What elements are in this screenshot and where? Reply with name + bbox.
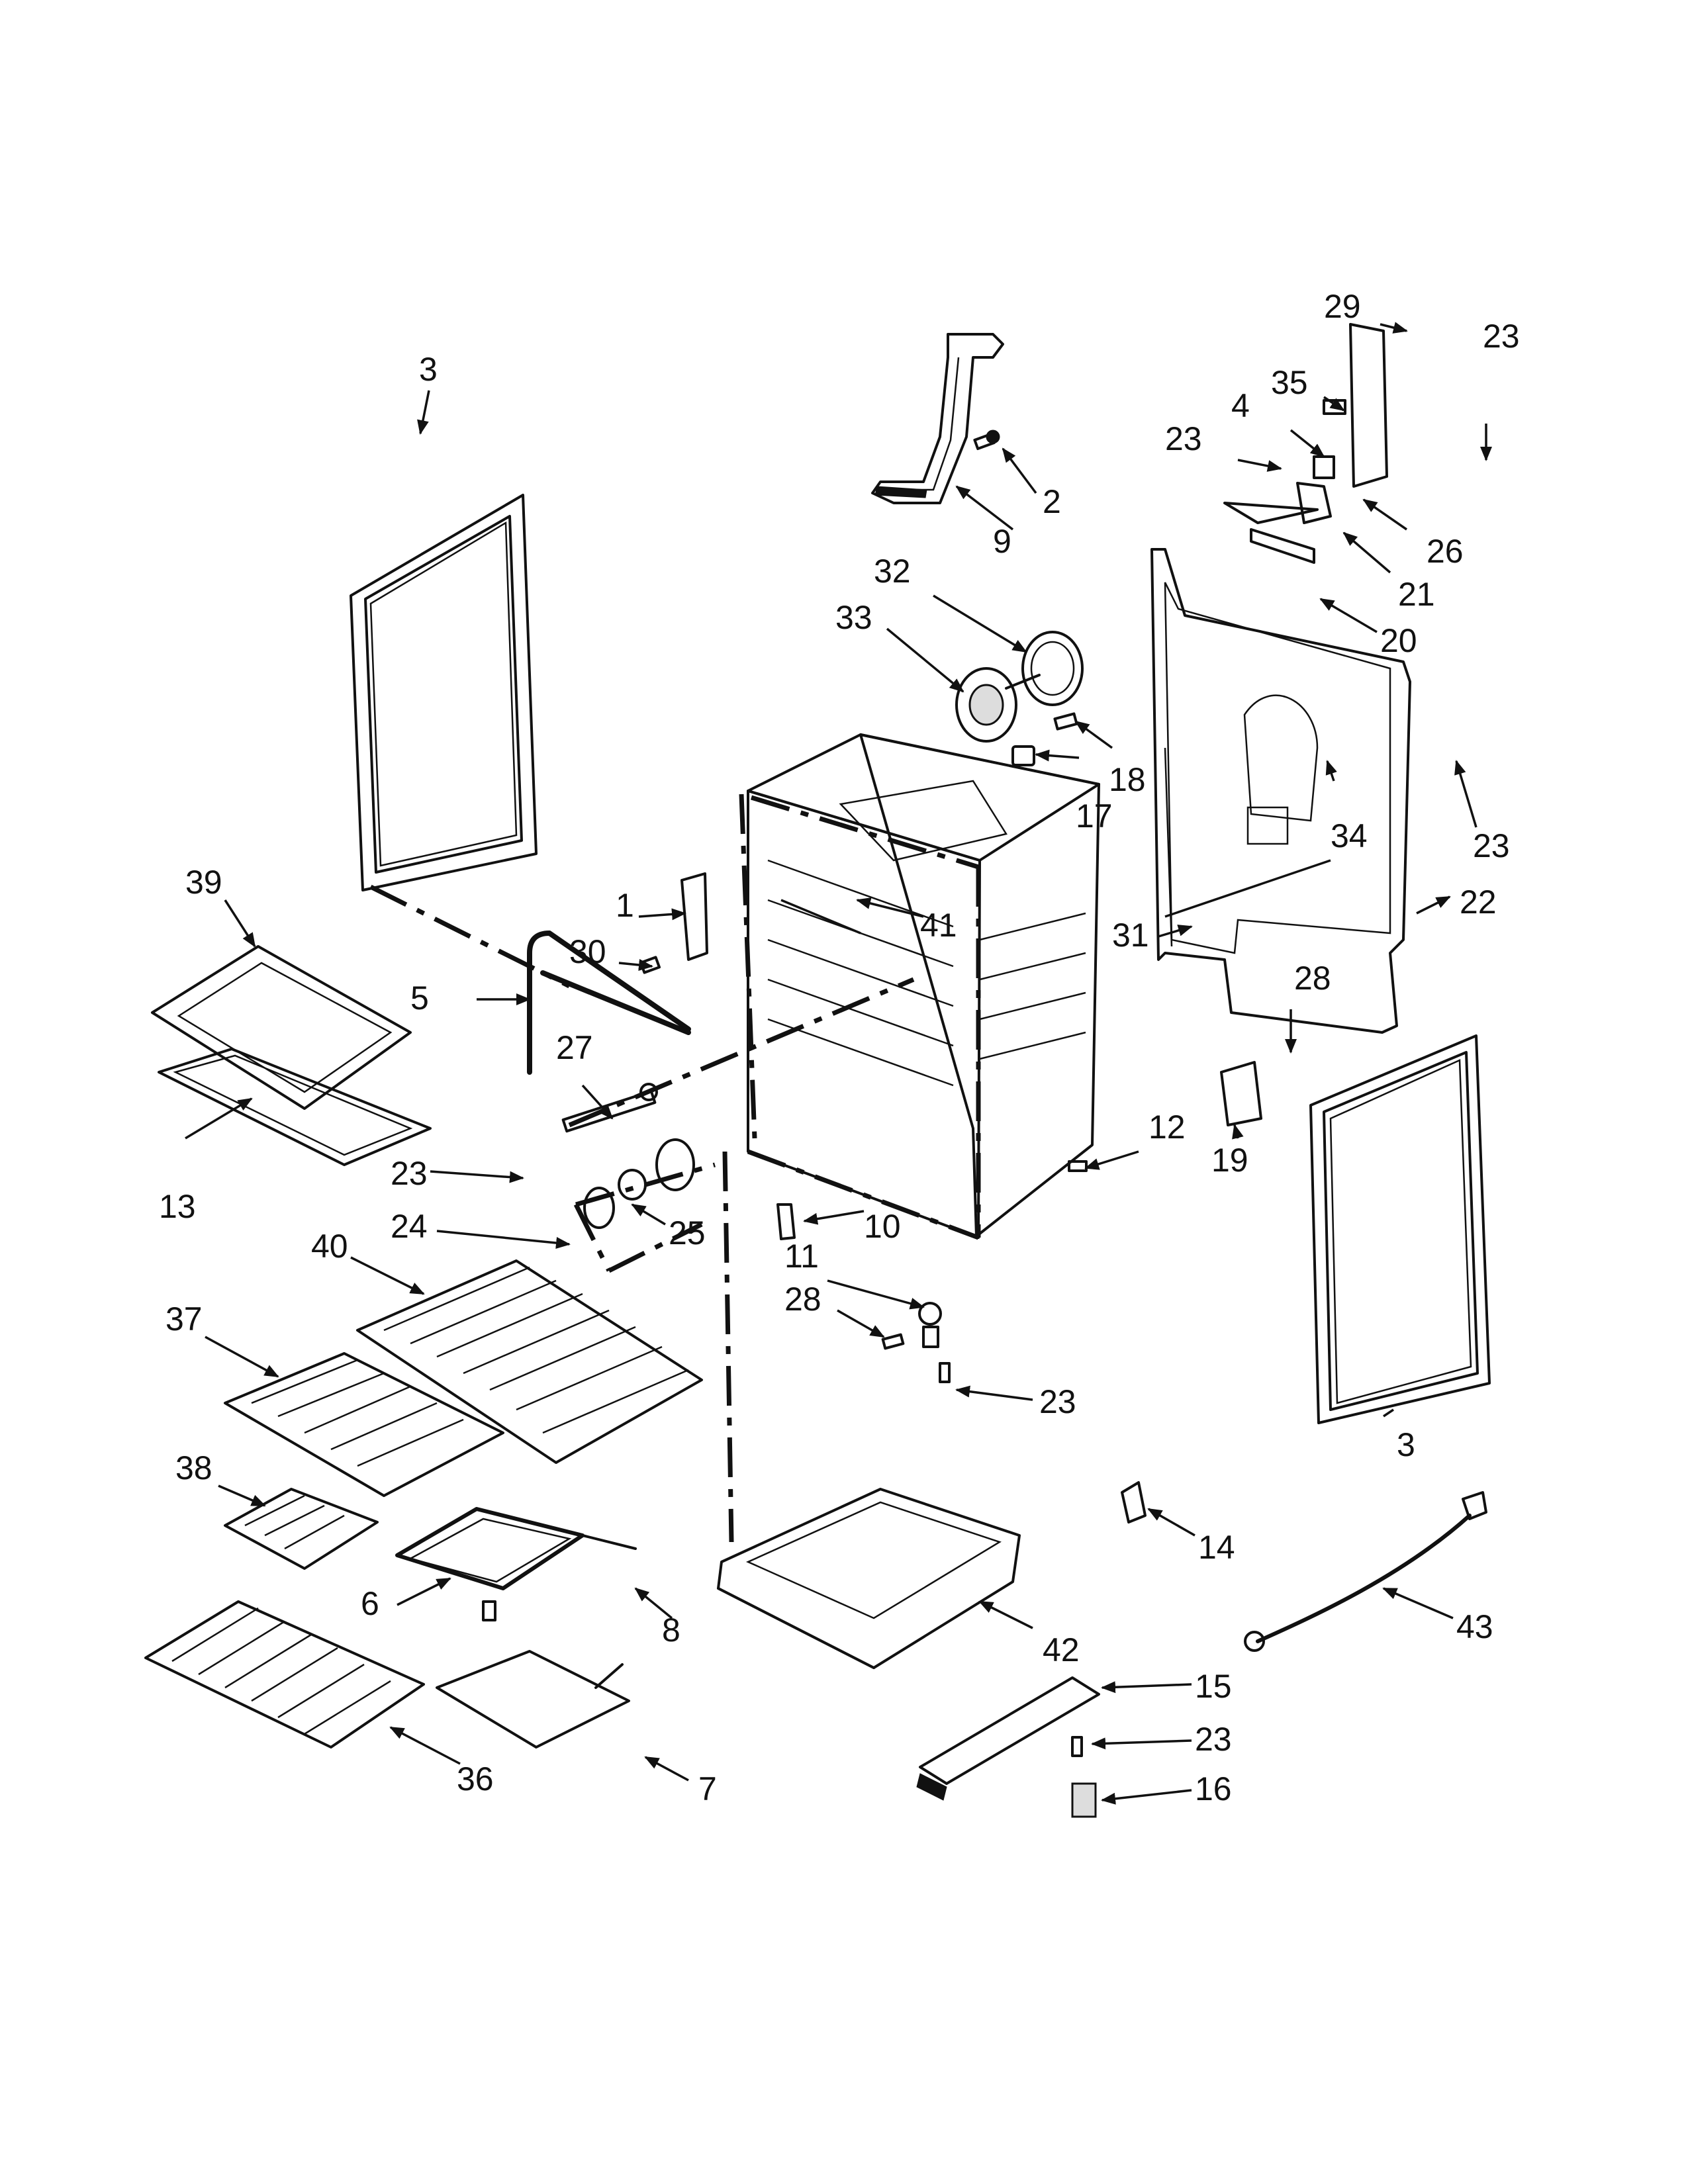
callout-1: 1: [616, 887, 634, 924]
callout-16: 16: [1195, 1770, 1232, 1807]
oven-rack-36: [144, 1600, 425, 1749]
power-cord: [1244, 1491, 1487, 1652]
leveling-bracket: [916, 1676, 1100, 1801]
callout-7: 7: [698, 1770, 717, 1807]
callout-8: 8: [662, 1612, 680, 1649]
bake-element-wire: [527, 931, 691, 1075]
callout-31: 31: [1112, 917, 1149, 954]
hinge-parts: [776, 1160, 1088, 1757]
door-frame-left: [350, 494, 538, 891]
callout-15: 15: [1195, 1668, 1232, 1705]
callout-28-right: 28: [1294, 960, 1331, 997]
broil-pan: [151, 945, 432, 1166]
convection-fan: [955, 631, 1084, 743]
callout-14: 14: [1198, 1529, 1235, 1566]
callout-23-mid: 23: [1039, 1383, 1076, 1420]
storage-drawer: [717, 1488, 1021, 1669]
callout-10: 10: [864, 1208, 901, 1245]
callout-9: 9: [993, 523, 1011, 560]
callout-21: 21: [1398, 576, 1435, 613]
callout-23-bottom: 23: [1195, 1721, 1232, 1758]
callout-2: 2: [1043, 483, 1061, 520]
bracket-19: [1220, 1061, 1262, 1126]
callout-3-left: 3: [419, 351, 438, 388]
callout-23-left: 23: [391, 1155, 428, 1192]
callout-43: 43: [1456, 1608, 1493, 1645]
callout-27: 27: [556, 1029, 593, 1066]
callout-22: 22: [1460, 884, 1497, 921]
oven-rack-main: [356, 1259, 703, 1464]
callout-28-mid: 28: [784, 1281, 821, 1318]
callout-labels: 3 9 2 32 33 18 17 23 4 35 29 23 26 21 20…: [159, 288, 1520, 1807]
callout-11: 11: [784, 1238, 819, 1275]
leader-lines: [185, 322, 1492, 1805]
assembly-lines: [369, 794, 981, 1543]
oven-cavity: [747, 733, 1100, 1239]
callout-41: 41: [920, 907, 957, 944]
callout-23-top-right: 23: [1483, 318, 1520, 355]
callout-6: 6: [361, 1585, 379, 1622]
callout-35: 35: [1271, 364, 1308, 401]
callout-4: 4: [1231, 387, 1250, 424]
oven-rack-37: [224, 1352, 504, 1497]
fan-motor-parts: [1011, 712, 1078, 766]
callout-13: 13: [159, 1188, 196, 1225]
oven-light: [583, 1138, 695, 1229]
callout-12: 12: [1149, 1109, 1186, 1146]
callout-23-right: 23: [1473, 827, 1510, 864]
callout-40: 40: [311, 1228, 348, 1265]
callout-33: 33: [835, 599, 872, 636]
callout-25: 25: [669, 1214, 706, 1251]
screw-2: [973, 430, 1000, 451]
callout-24: 24: [391, 1208, 428, 1245]
callout-20: 20: [1380, 622, 1417, 659]
door-frame-right: [1309, 1034, 1491, 1424]
top-bracket: [871, 333, 1004, 504]
bracket-1: [639, 872, 708, 974]
callout-5: 5: [410, 979, 429, 1017]
oven-rack-38: [224, 1488, 379, 1570]
callout-37: 37: [165, 1300, 203, 1338]
callout-23-top-left: 23: [1165, 420, 1202, 457]
callout-17: 17: [1076, 797, 1113, 835]
callout-26: 26: [1427, 533, 1464, 570]
callout-39: 39: [185, 864, 222, 901]
rear-panel: [1150, 548, 1411, 1034]
clip-14: [1121, 1481, 1147, 1524]
callout-32: 32: [874, 553, 911, 590]
callout-38: 38: [175, 1449, 212, 1486]
callout-29: 29: [1324, 288, 1361, 325]
leveling-leg: [1071, 1782, 1097, 1818]
callout-19: 19: [1211, 1142, 1248, 1179]
broil-element: [395, 1507, 637, 1621]
callout-18: 18: [1109, 761, 1146, 798]
callout-42: 42: [1043, 1631, 1080, 1668]
bake-element: [436, 1650, 630, 1749]
callout-3-right: 3: [1397, 1426, 1415, 1463]
callout-34: 34: [1331, 817, 1368, 854]
callout-36: 36: [457, 1760, 494, 1797]
callout-30: 30: [569, 933, 606, 970]
